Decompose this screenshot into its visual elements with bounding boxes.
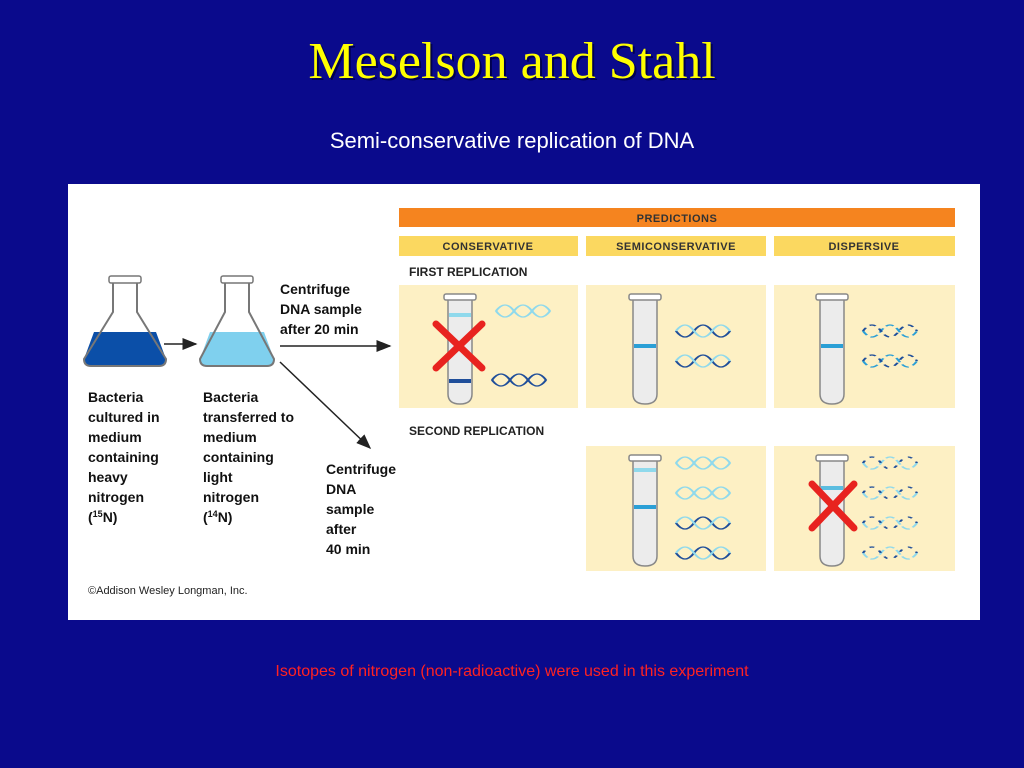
footnote: Isotopes of nitrogen (non-radioactive) w… [275, 663, 749, 680]
dna-first-semiconservative-2 [674, 354, 732, 368]
dna-second-dispersive-3 [861, 516, 919, 530]
dna-first-conservative-bottom [490, 373, 548, 387]
tube-second-semiconservative [628, 454, 662, 567]
semiconservative-bar [586, 236, 766, 256]
dna-first-conservative-top [494, 304, 552, 318]
dna-second-dispersive-4 [861, 546, 919, 560]
centrifuge-20min-label: Centrifuge DNA sample after 20 min [280, 281, 366, 337]
cell-first-dispersive [774, 285, 955, 408]
dna-second-dispersive-1 [861, 456, 919, 470]
predictions-bar [399, 208, 955, 227]
step2-description: Bacteria transferred to medium containin… [203, 389, 298, 525]
model-conservative: CONSERVATIVE [443, 241, 534, 253]
dna-second-semiconservative-2 [674, 486, 732, 500]
cell-second-dispersive [774, 446, 955, 571]
experiment-figure: Bacteria cultured in medium containing h… [68, 184, 980, 620]
heavy-nitrogen-flask [82, 275, 168, 367]
slide-title: Meselson and Stahl [308, 33, 716, 90]
dna-first-dispersive-2 [861, 354, 919, 368]
dna-second-semiconservative-4 [674, 546, 732, 560]
light-nitrogen-flask [198, 275, 276, 367]
dna-second-semiconservative-3 [674, 516, 732, 530]
dna-first-semiconservative-1 [674, 324, 732, 338]
tube-first-dispersive [815, 293, 849, 405]
step1-description: Bacteria cultured in medium containing h… [88, 389, 163, 525]
rejected-cross-conservative [432, 320, 486, 372]
second-replication-label: SECOND REPLICATION [409, 424, 544, 438]
rejected-cross-dispersive [808, 480, 858, 532]
dna-first-dispersive-1 [861, 324, 919, 338]
tube-second-dispersive [815, 454, 849, 567]
conservative-bar [399, 236, 578, 256]
cell-second-semiconservative [586, 446, 766, 571]
model-dispersive: DISPERSIVE [828, 241, 899, 253]
model-semiconservative: SEMICONSERVATIVE [616, 241, 736, 253]
cell-first-semiconservative [586, 285, 766, 408]
arrow-to-second-replication [279, 361, 372, 450]
tube-first-semiconservative [628, 293, 662, 405]
first-replication-label: FIRST REPLICATION [409, 265, 527, 279]
dispersive-bar [774, 236, 955, 256]
dna-second-semiconservative-1 [674, 456, 732, 470]
centrifuge-40min-label: Centrifuge DNA sample after 40 min [326, 461, 400, 557]
cell-first-conservative [399, 285, 578, 408]
experiment-diagram: Bacteria cultured in medium containing h… [82, 208, 955, 597]
copyright-notice: ©Addison Wesley Longman, Inc. [88, 585, 248, 597]
dna-second-dispersive-2 [861, 486, 919, 500]
slide-subtitle: Semi-conservative replication of DNA [329, 128, 695, 153]
predictions-header: PREDICTIONS [637, 213, 718, 225]
